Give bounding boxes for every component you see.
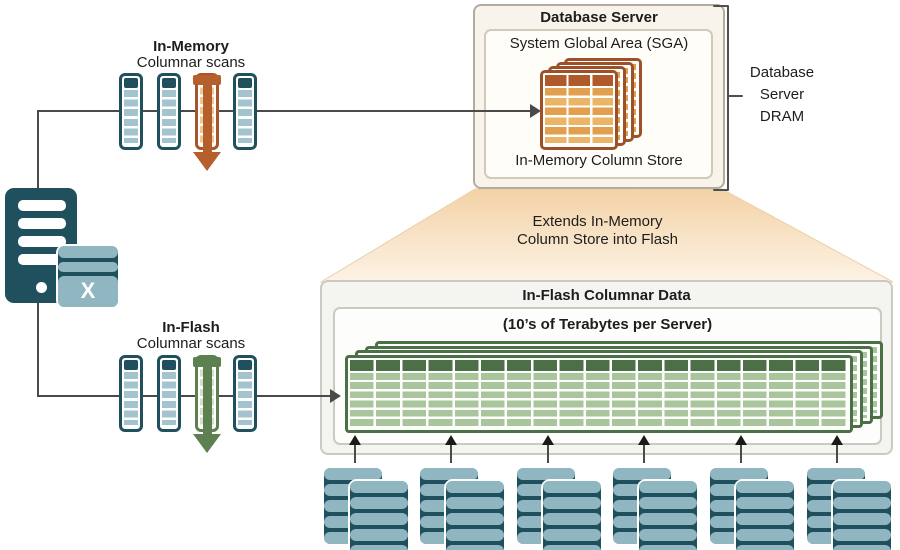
disk-stack-icon — [831, 479, 893, 550]
connector-server-to-memory-line — [37, 110, 39, 188]
memory-arrowhead-icon — [530, 104, 541, 118]
terabytes-label: (10’s of Terabytes per Server) — [502, 316, 713, 333]
disk-arrow-line — [354, 444, 356, 463]
in-memory-scans-title: In-Memory — [153, 38, 229, 55]
disk-stack-icon — [637, 479, 699, 550]
memory-column-bar-icon — [157, 73, 181, 150]
memory-column-bar-icon — [233, 73, 257, 150]
memory-column-bar-icon — [119, 73, 143, 150]
disk-arrow-line — [547, 444, 549, 463]
disk-stack-group — [418, 466, 508, 550]
storage-x-icon: X — [56, 244, 120, 309]
server-led-icon — [36, 282, 47, 293]
disk-stack-group — [322, 466, 412, 550]
disk-arrowhead-icon — [542, 435, 554, 445]
in-flash-scans-title: In-Flash — [162, 319, 220, 336]
disk-arrow-line — [643, 444, 645, 463]
in-flash-title: In-Flash Columnar Data — [522, 287, 691, 304]
disk-stack-icon — [541, 479, 603, 550]
disk-stack-group — [708, 466, 798, 550]
connector-server-to-flash-line — [37, 303, 39, 396]
flash-scan-arrow-icon — [193, 357, 221, 453]
flash-column-bar-icon — [157, 355, 181, 432]
flash-column-bar-icon — [233, 355, 257, 432]
in-memory-scans-subtitle: Columnar scans — [136, 54, 246, 71]
connector-flash-scan-line — [37, 395, 331, 397]
disk-stack-icon — [348, 479, 410, 550]
disk-arrowhead-icon — [445, 435, 457, 445]
extends-note: Extends In-Memory Column Store into Flas… — [517, 213, 678, 248]
disk-arrowhead-icon — [349, 435, 361, 445]
in-memory-column-store-label: In-Memory Column Store — [515, 152, 683, 169]
disk-arrow-line — [450, 444, 452, 463]
sga-title: System Global Area (SGA) — [509, 35, 689, 52]
disk-stack-group — [515, 466, 605, 550]
flash-funnel-shape — [319, 188, 894, 283]
storage-x-label: X — [58, 276, 118, 307]
disk-arrowhead-icon — [735, 435, 747, 445]
flash-column-bar-icon — [119, 355, 143, 432]
disk-arrow-line — [836, 444, 838, 463]
disk-stack-icon — [444, 479, 506, 550]
disk-stack-icon — [734, 479, 796, 550]
dram-bracket-icon — [713, 5, 743, 191]
disk-arrowhead-icon — [831, 435, 843, 445]
dram-bracket-label: Database Server DRAM — [749, 64, 815, 125]
connector-memory-scan-line — [37, 110, 531, 112]
disk-stack-group — [805, 466, 895, 550]
database-server-title: Database Server — [540, 9, 658, 26]
memory-scan-arrow-icon — [193, 75, 221, 171]
disk-arrow-line — [740, 444, 742, 463]
disk-arrowhead-icon — [638, 435, 650, 445]
flash-arrowhead-icon — [330, 389, 341, 403]
in-flash-scans-subtitle: Columnar scans — [136, 335, 246, 352]
disk-stack-group — [611, 466, 701, 550]
